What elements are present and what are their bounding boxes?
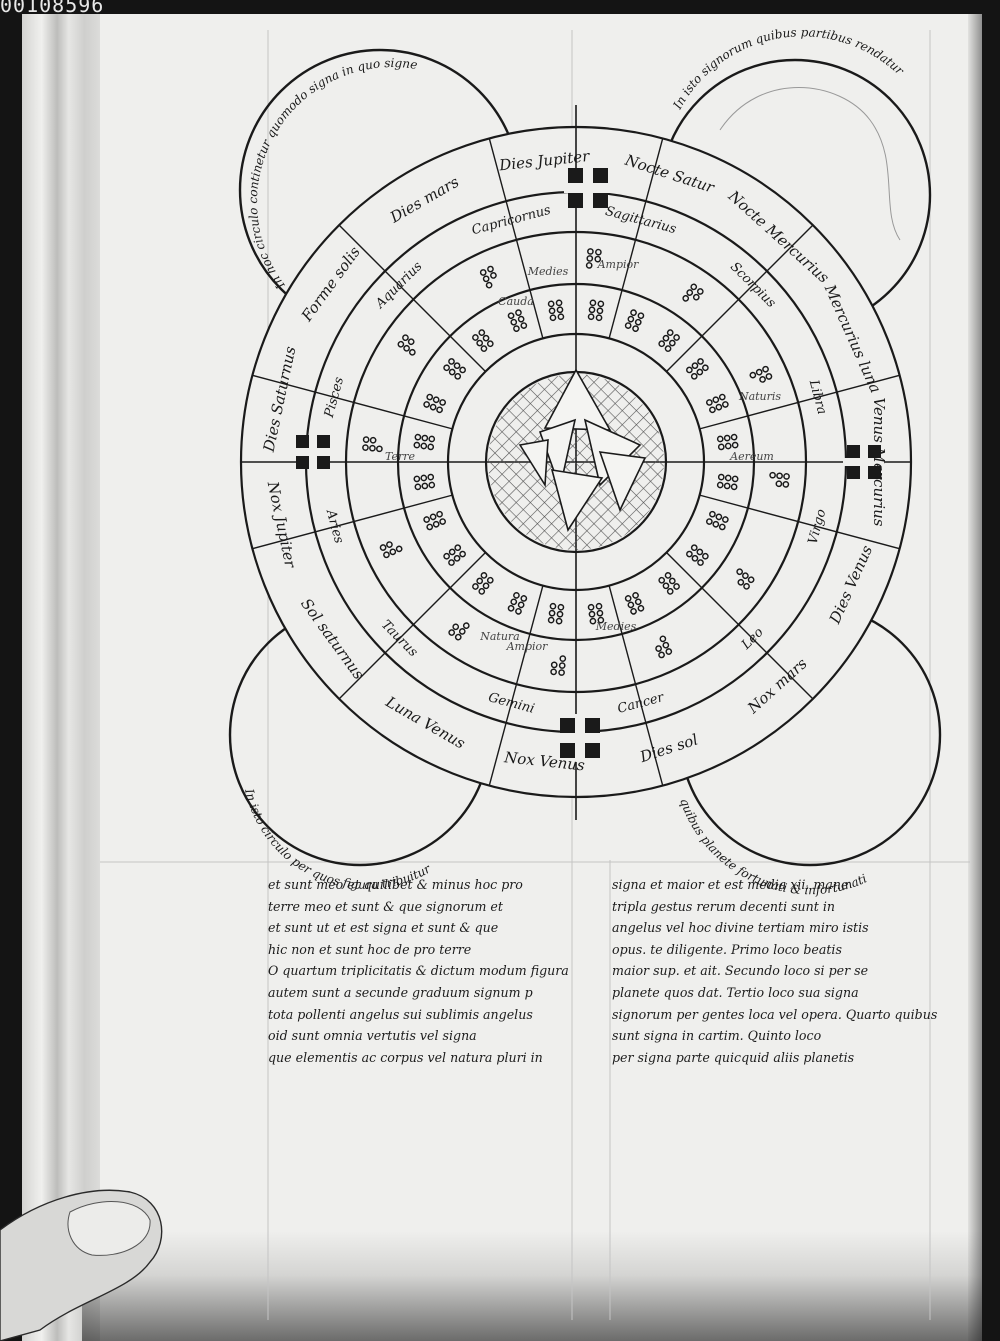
spoke-line bbox=[608, 138, 664, 339]
text-line: signa et maior et est media xii. mane bbox=[612, 877, 849, 892]
spoke-line bbox=[252, 494, 453, 550]
centre-triangles bbox=[518, 368, 647, 532]
dot-cluster bbox=[448, 622, 470, 641]
inner-label: Aereum bbox=[729, 450, 774, 463]
dot-cluster bbox=[507, 309, 528, 332]
text-line: tripla gestus rerum decenti sunt in bbox=[612, 898, 835, 914]
dot-cluster bbox=[682, 283, 704, 302]
inner-label: Natura bbox=[479, 630, 520, 643]
dot-cluster bbox=[686, 544, 709, 566]
faint-sketch bbox=[719, 87, 901, 241]
dot-cluster bbox=[472, 572, 494, 595]
text-line: per signa parte quicquid aliis planetis bbox=[612, 1049, 855, 1065]
text-line: et sunt meo et quilibet & minus hoc pro bbox=[268, 877, 523, 892]
radial-spokes bbox=[252, 138, 900, 786]
dot-cluster bbox=[706, 510, 729, 531]
dot-cluster bbox=[423, 510, 446, 531]
dot-cluster bbox=[587, 602, 605, 625]
dot-cluster bbox=[479, 265, 497, 289]
dot-cluster bbox=[413, 433, 436, 451]
spoke-line bbox=[608, 585, 664, 786]
lobe-top-right-text: In isto signorum quibus partibus rendatu… bbox=[670, 25, 908, 112]
dot-cluster bbox=[624, 592, 645, 615]
spoke-line bbox=[338, 224, 486, 372]
text-column-left: et sunt meo et quilibet & minus hoc pro … bbox=[268, 874, 608, 1068]
dot-cluster bbox=[379, 541, 403, 559]
text-line: planete quos dat. Tertio loco sua signa bbox=[612, 984, 859, 1000]
spoke-line bbox=[666, 552, 814, 700]
text-line: maior sup. et ait. Secundo loco si per s… bbox=[612, 963, 869, 979]
inner-label: Ampior bbox=[597, 258, 640, 271]
text-line: et sunt ut et est signa et sunt & que bbox=[268, 920, 499, 936]
thumb-shape bbox=[0, 1189, 163, 1341]
inner-label: Medies bbox=[595, 620, 637, 633]
text-line: hic non et sunt hoc de pro terre bbox=[268, 941, 472, 957]
dot-cluster bbox=[423, 393, 446, 414]
dot-cluster bbox=[585, 248, 602, 269]
cross-icon-right bbox=[843, 441, 885, 483]
spoke-line bbox=[699, 374, 900, 430]
inner-label: Terre bbox=[385, 450, 416, 463]
dot-cluster bbox=[749, 365, 773, 383]
inner-label: Ampior bbox=[506, 640, 549, 653]
dot-cluster bbox=[655, 635, 673, 659]
spoke-line bbox=[488, 585, 544, 786]
text-column-right: signa et maior et est media xii. mane tr… bbox=[612, 874, 952, 1068]
dot-cluster bbox=[397, 334, 416, 356]
text-line: terre meo et sunt & que signorum et bbox=[268, 898, 503, 914]
cross-icon-top bbox=[564, 164, 612, 212]
text-line: tota pollenti angelus sui sublimis angel… bbox=[268, 1006, 533, 1022]
dot-cluster bbox=[716, 473, 739, 491]
dot-cluster bbox=[624, 309, 645, 332]
text-line: oid sunt omnia vertutis vel signa bbox=[268, 1028, 477, 1044]
dot-cluster bbox=[413, 473, 436, 491]
dot-cluster bbox=[706, 393, 729, 414]
dot-cluster bbox=[547, 602, 565, 625]
dot-cluster bbox=[658, 329, 680, 352]
spoke-line bbox=[488, 138, 544, 339]
text-line: O quartum triplicitatis & dictum modum f… bbox=[268, 963, 569, 979]
text-line: angelus vel hoc divine tertiam miro isti… bbox=[612, 920, 869, 936]
scan-frame-number: 00108596 bbox=[0, 0, 105, 17]
dot-cluster bbox=[443, 544, 466, 566]
text-line: sunt signa in cartim. Quinto loco bbox=[612, 1028, 822, 1044]
dot-cluster bbox=[362, 436, 383, 453]
page-curl-shadow bbox=[82, 1231, 982, 1341]
dot-clusters bbox=[362, 248, 790, 676]
spoke-line bbox=[699, 494, 900, 550]
inner-labels: MediesAmpiorCaudaNaturaMediesAmpiorAereu… bbox=[385, 258, 781, 653]
text-line: autem sunt a secunde graduum signum p bbox=[268, 984, 533, 1000]
inner-label: Cauda bbox=[498, 295, 534, 308]
spoke-line bbox=[338, 552, 486, 700]
text-line: que elementis ac corpus vel natura pluri… bbox=[268, 1049, 543, 1065]
spoke-line bbox=[252, 374, 453, 430]
dot-cluster bbox=[472, 329, 494, 352]
cross-icon-left bbox=[292, 431, 334, 473]
dot-cluster bbox=[547, 299, 565, 322]
cross-icon-bottom bbox=[556, 714, 604, 762]
dot-cluster bbox=[550, 655, 567, 676]
dot-cluster bbox=[587, 299, 605, 322]
text-line: signorum per gentes loca vel opera. Quar… bbox=[612, 1006, 938, 1022]
ring-label: Venus Mercurius bbox=[870, 398, 888, 527]
dot-cluster bbox=[658, 572, 680, 595]
dot-cluster bbox=[736, 568, 755, 590]
inner-label: Medies bbox=[527, 265, 569, 278]
dot-cluster bbox=[686, 358, 709, 380]
dot-cluster bbox=[443, 358, 466, 380]
text-line: opus. te diligente. Primo loco beatis bbox=[612, 941, 842, 957]
inner-label: Naturis bbox=[738, 390, 781, 403]
dot-cluster bbox=[769, 471, 790, 488]
page-right-edge bbox=[968, 14, 982, 1341]
page-gutter bbox=[22, 14, 100, 1341]
dot-cluster bbox=[507, 592, 528, 615]
dot-cluster bbox=[716, 433, 739, 451]
spoke-line bbox=[666, 224, 814, 372]
